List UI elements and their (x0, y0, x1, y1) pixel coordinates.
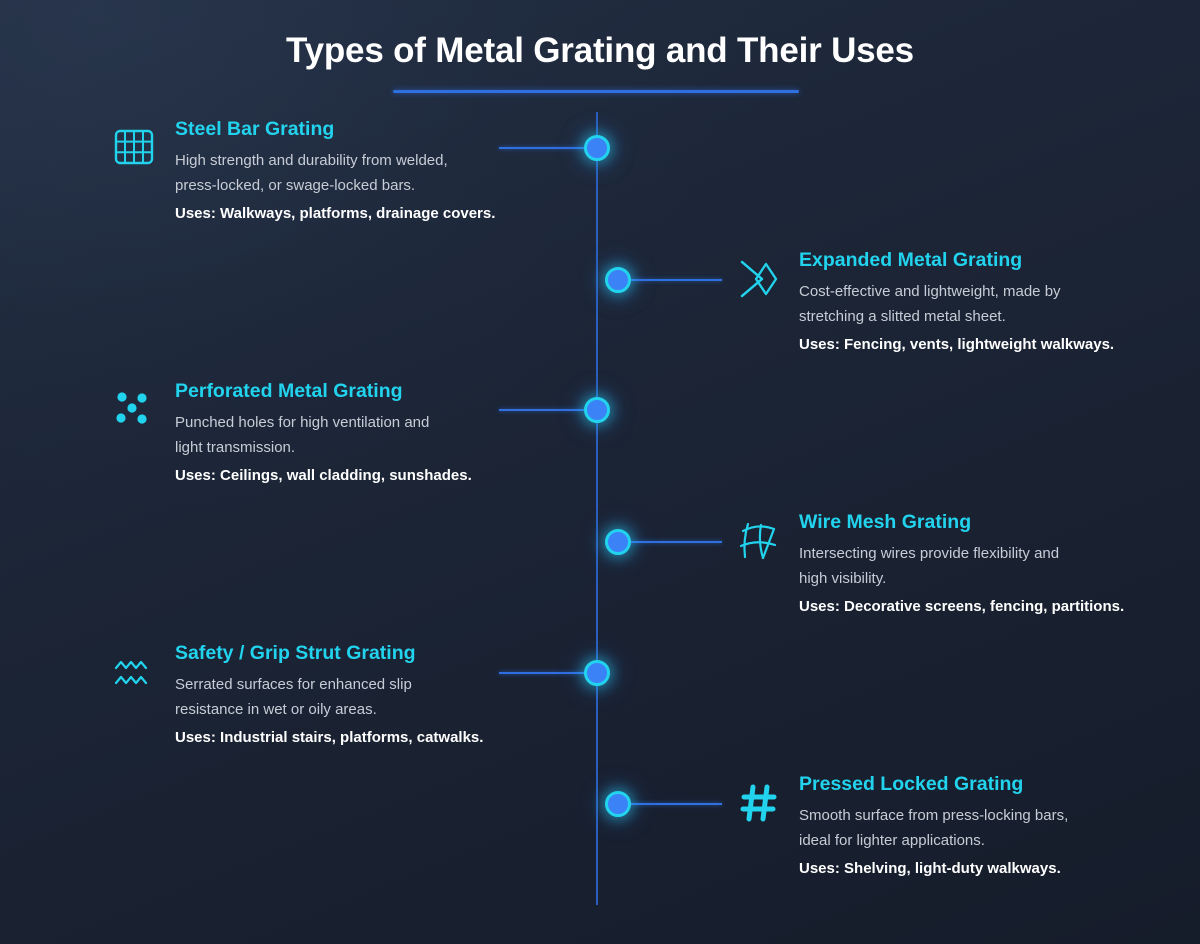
expanded-diamond-icon (736, 256, 782, 302)
entry-heading: Wire Mesh Grating (799, 511, 972, 533)
connector-line-3 (499, 409, 591, 411)
entry-uses: Uses: Decorative screens, fencing, parti… (799, 598, 1125, 616)
entry-uses: Uses: Walkways, platforms, drainage cove… (175, 205, 496, 223)
timeline-node-1[interactable] (584, 135, 610, 161)
entry-uses: Uses: Ceilings, wall cladding, sunshades… (175, 467, 472, 485)
entry-wire-mesh-grating: Wire Mesh Grating Intersecting wires pro… (799, 511, 1124, 619)
zigzag-serrated-icon (111, 650, 157, 696)
entry-perforated-metal-grating: Perforated Metal Grating Punched holes f… (175, 380, 472, 488)
entry-description-line: press-locked, or swage-locked bars. (175, 176, 416, 194)
wire-mesh-icon (736, 518, 782, 564)
entry-description: Serrated surfaces for enhanced slip resi… (175, 673, 483, 722)
hash-icon (736, 780, 782, 826)
entry-description-line: Punched holes for high ventilation and (175, 414, 430, 432)
timeline-node-6[interactable] (605, 791, 631, 817)
entry-steel-bar-grating: Steel Bar Grating High strength and dura… (175, 118, 495, 226)
entry-description: Punched holes for high ventilation and l… (175, 411, 472, 460)
entry-description-line: high visibility. (799, 569, 887, 587)
page-title: Types of Metal Grating and Their Uses (286, 31, 914, 70)
entry-heading: Expanded Metal Grating (799, 249, 1023, 271)
entry-uses: Uses: Fencing, vents, lightweight walkwa… (799, 336, 1115, 354)
entry-description-line: Intersecting wires provide flexibility a… (799, 545, 1060, 563)
entry-expanded-metal-grating: Expanded Metal Grating Cost-effective an… (799, 249, 1114, 357)
title-underline-divider (393, 90, 799, 93)
timeline-node-2[interactable] (605, 267, 631, 293)
perforated-dots-icon (111, 386, 157, 432)
entry-description-line: Serrated surfaces for enhanced slip (175, 676, 412, 694)
entry-description-line: light transmission. (175, 438, 296, 456)
entry-description-line: ideal for lighter applications. (799, 831, 985, 849)
entry-description-line: Smooth surface from press-locking bars, (799, 807, 1069, 825)
entry-uses: Uses: Industrial stairs, platforms, catw… (175, 729, 484, 747)
connector-line-1 (499, 147, 591, 149)
entry-heading: Pressed Locked Grating (799, 773, 1024, 795)
entry-description-line: resistance in wet or oily areas. (175, 700, 377, 718)
timeline-node-3[interactable] (584, 397, 610, 423)
connector-line-4 (630, 541, 722, 543)
entry-heading: Safety / Grip Strut Grating (175, 642, 416, 664)
timeline-node-5[interactable] (584, 660, 610, 686)
entry-description-line: High strength and durability from welded… (175, 152, 448, 170)
entry-description: Cost-effective and lightweight, made by … (799, 280, 1114, 329)
entry-description-line: Cost-effective and lightweight, made by (799, 283, 1061, 301)
timeline-node-4[interactable] (605, 529, 631, 555)
entry-description: Intersecting wires provide flexibility a… (799, 542, 1124, 591)
entry-description-line: stretching a slitted metal sheet. (799, 307, 1006, 325)
entry-heading: Perforated Metal Grating (175, 380, 403, 402)
connector-line-2 (630, 279, 722, 281)
entry-pressed-locked-grating: Pressed Locked Grating Smooth surface fr… (799, 773, 1068, 881)
grid-icon (111, 124, 157, 170)
connector-line-6 (630, 803, 722, 805)
connector-line-5 (499, 672, 591, 674)
entry-uses: Uses: Shelving, light-duty walkways. (799, 860, 1061, 878)
entry-description: High strength and durability from welded… (175, 149, 495, 198)
entry-safety-grip-strut-grating: Safety / Grip Strut Grating Serrated sur… (175, 642, 483, 750)
timeline-spine (596, 112, 598, 905)
entry-heading: Steel Bar Grating (175, 118, 335, 140)
entry-description: Smooth surface from press-locking bars, … (799, 804, 1068, 853)
